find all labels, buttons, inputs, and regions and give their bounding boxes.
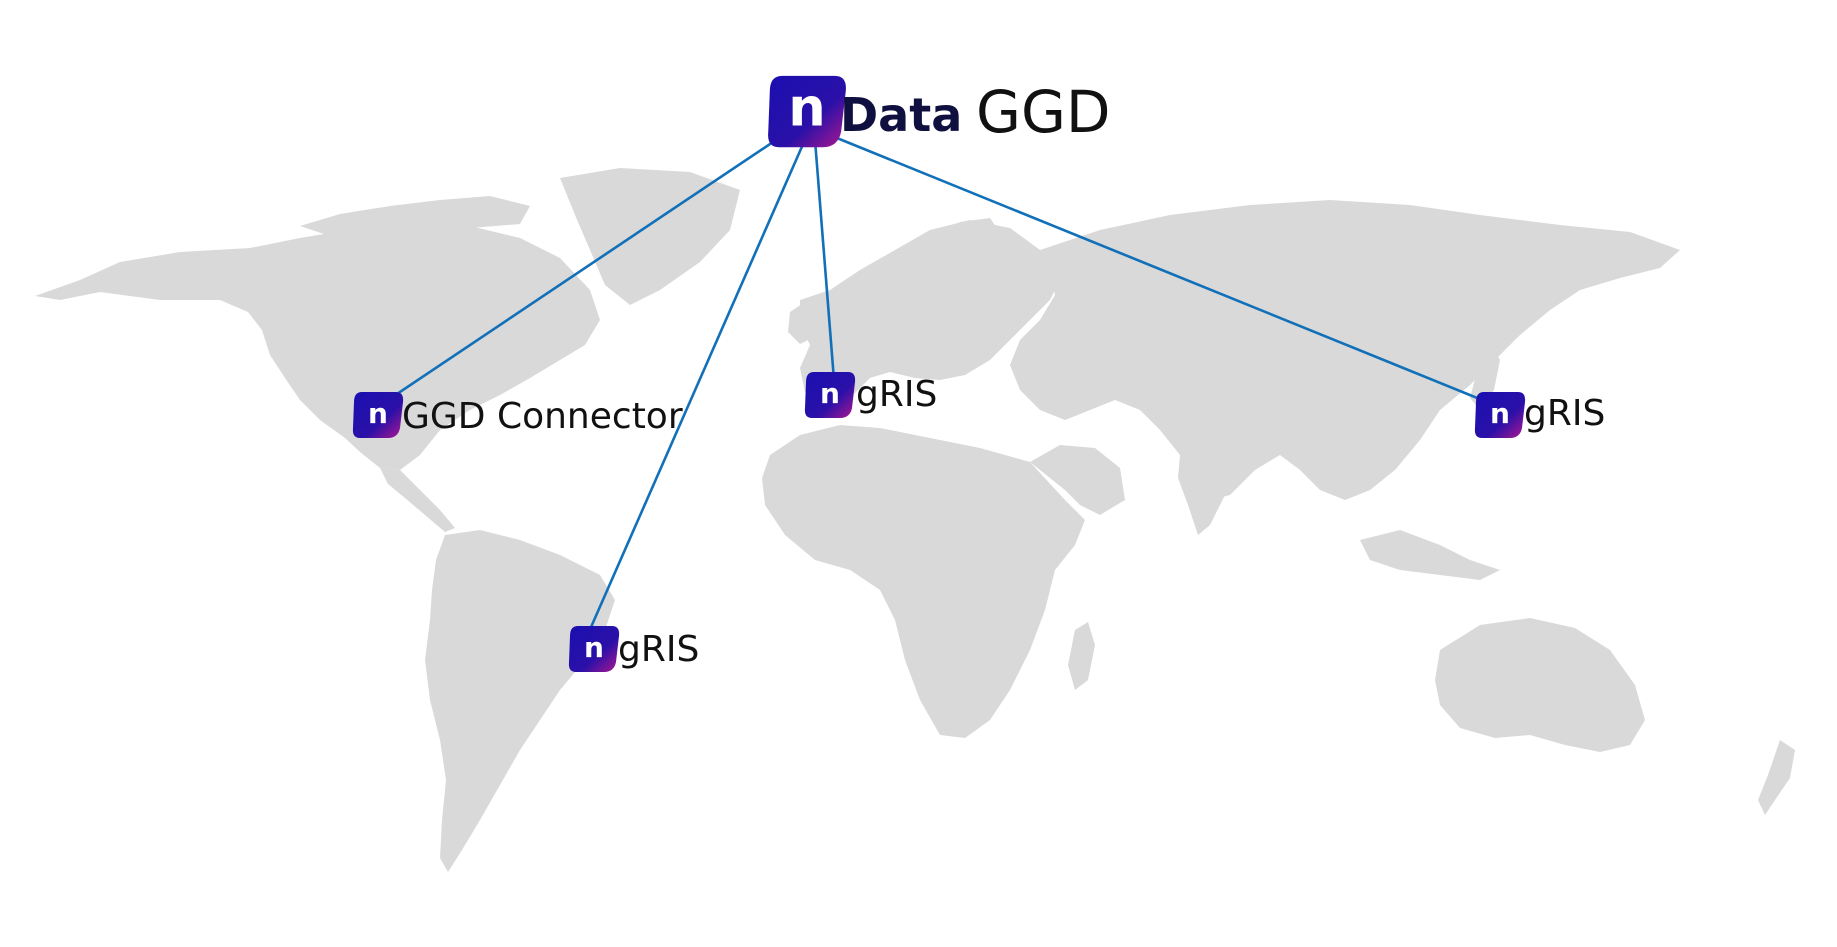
land-scandinavia xyxy=(900,218,1005,310)
brand-product: GGD xyxy=(976,78,1111,146)
logo-letter: n xyxy=(788,78,826,139)
node-badge-letter: n xyxy=(1490,397,1510,430)
node-badge-letter: n xyxy=(820,377,840,410)
link-europe xyxy=(813,139,836,381)
world-landmass xyxy=(35,168,1795,872)
node-east-asia: n gRIS xyxy=(1474,392,1605,438)
node-badge-letter: n xyxy=(368,397,388,430)
land-madagascar xyxy=(1068,622,1095,690)
node-label: GGD Connector xyxy=(402,396,683,437)
land-africa xyxy=(762,425,1085,738)
node-north-america: n GGD Connector xyxy=(352,392,683,438)
land-british-isles xyxy=(788,300,822,344)
link-south-america xyxy=(586,141,806,635)
land-central-america xyxy=(380,468,455,532)
land-south-america xyxy=(425,530,615,872)
land-southeast-asia xyxy=(1360,530,1500,580)
hub-logo: n Data GGD xyxy=(768,75,1111,148)
land-arabia xyxy=(1030,445,1125,515)
land-europe xyxy=(800,220,1060,402)
link-north-america xyxy=(387,134,783,402)
node-south-america: n gRIS xyxy=(568,626,699,672)
land-asia xyxy=(1010,200,1680,500)
node-label: gRIS xyxy=(618,629,699,670)
land-japan xyxy=(1470,345,1500,410)
brand-wordmark: Data xyxy=(840,88,962,142)
land-new-zealand xyxy=(1758,740,1795,815)
node-label: gRIS xyxy=(1524,393,1605,434)
node-badge-letter: n xyxy=(584,631,604,664)
node-europe: n gRIS xyxy=(804,372,937,418)
land-north-america xyxy=(35,222,600,470)
connections xyxy=(387,134,1493,635)
node-label: gRIS xyxy=(856,374,937,415)
land-india xyxy=(1178,448,1235,535)
land-greenland xyxy=(560,168,740,305)
link-east-asia xyxy=(831,134,1493,406)
land-australia xyxy=(1435,618,1645,752)
land-arctic-islands xyxy=(300,196,530,236)
